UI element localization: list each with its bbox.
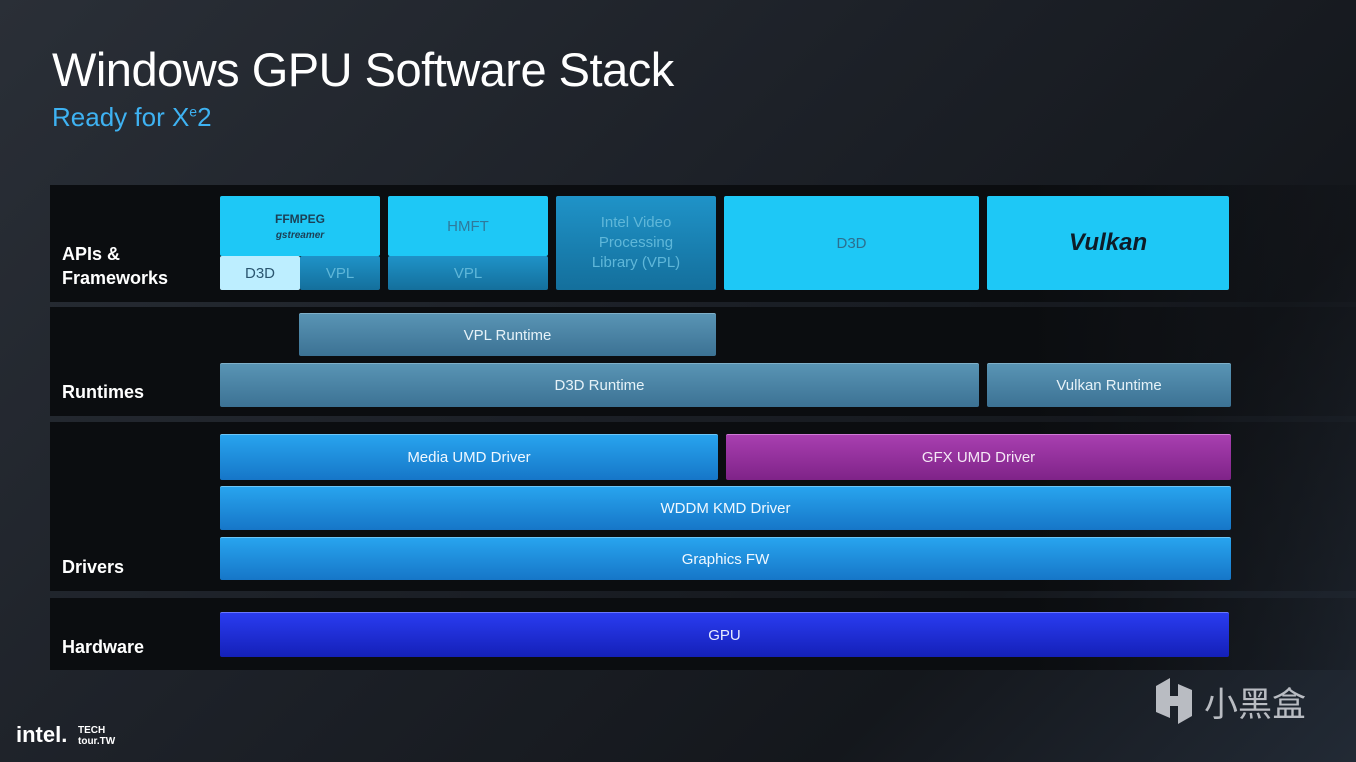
hmft-vpl-box: VPL — [388, 256, 548, 290]
ffmpeg-vpl-box: VPL — [300, 256, 380, 290]
row-label-hardware: Hardware — [62, 637, 145, 657]
vulkan-logo-box: Vulkan — [987, 196, 1229, 290]
watermark: 小黑盒 — [1152, 676, 1306, 726]
page-title: Windows GPU Software Stack — [52, 43, 674, 96]
vulkan-runtime-box: Vulkan Runtime — [987, 363, 1231, 407]
wddm-kmd-driver-box: WDDM KMD Driver — [220, 486, 1231, 530]
watermark-text: 小黑盒 — [1204, 685, 1306, 724]
graphics-fw-box: Graphics FW — [220, 537, 1231, 580]
subtitle: Ready for Xe2 — [52, 102, 212, 133]
vpl-runtime-box: VPL Runtime — [299, 313, 716, 356]
media-umd-driver-box: Media UMD Driver — [220, 434, 718, 480]
row-label-runtimes: Runtimes — [62, 382, 145, 402]
subtitle-tail: 2 — [197, 102, 212, 132]
xiaoheihe-logo-icon — [1156, 678, 1192, 724]
gstreamer-logo: gstreamer — [275, 229, 325, 241]
gfx-umd-driver-box: GFX UMD Driver — [726, 434, 1231, 480]
hmft-box: HMFT — [388, 196, 548, 256]
gpu-box: GPU — [220, 612, 1229, 657]
ffmpeg-logo: FFMPEG — [275, 211, 325, 226]
ffmpeg-gstreamer-box: FFMPEG gstreamer — [220, 196, 380, 256]
tech-tour-line1: TECH — [78, 725, 106, 736]
d3d-runtime-box: D3D Runtime — [220, 363, 979, 407]
subtitle-base: Ready for X — [52, 102, 190, 132]
d3d-api-box: D3D — [724, 196, 979, 290]
tech-tour-line2: tour.TW — [78, 736, 116, 747]
ffmpeg-d3d-box: D3D — [220, 256, 300, 290]
subtitle-sup: e — [189, 103, 198, 120]
intel-vpl-box: Intel Video Processing Library (VPL) — [556, 196, 716, 290]
row-label-apis: APIs & Frameworks — [62, 244, 169, 288]
row-label-drivers: Drivers — [62, 557, 125, 577]
intel-logo: intel. — [16, 722, 68, 747]
